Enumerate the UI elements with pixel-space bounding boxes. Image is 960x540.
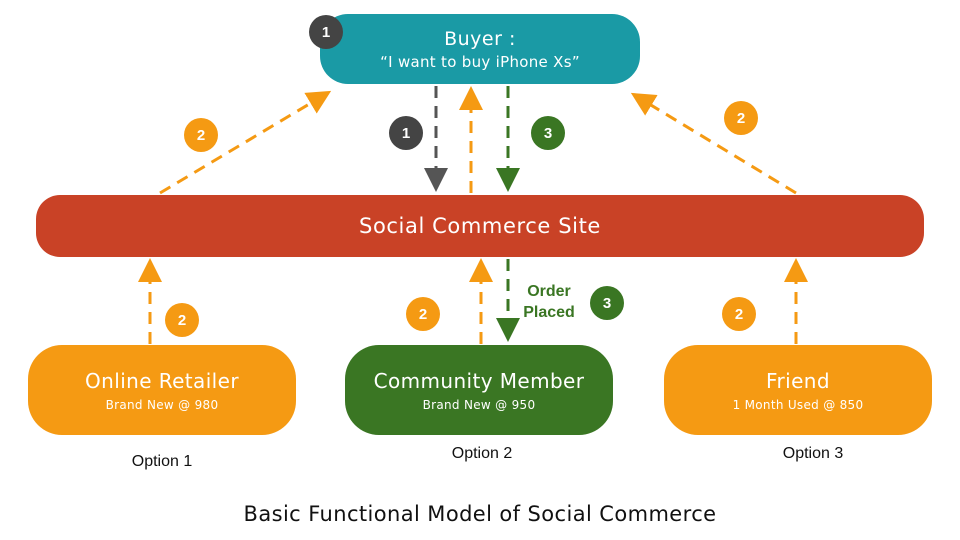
buyer-quote: “I want to buy iPhone Xs” — [380, 52, 580, 71]
member-title: Community Member — [373, 368, 585, 393]
arrow-site-to-buyer-right — [630, 92, 797, 195]
step-badge-2-left: 2 — [184, 118, 218, 152]
social-commerce-site-node: Social Commerce Site — [36, 195, 924, 257]
step-badge-1-buyer: 1 — [309, 15, 343, 49]
option-3-label: Option 3 — [782, 445, 844, 462]
step-badge-3-order: 3 — [531, 116, 565, 150]
friend-node: Friend 1 Month Used @ 850 — [664, 345, 932, 435]
arrow-site-to-buyer-left — [159, 90, 332, 195]
step-badge-2-friend: 2 — [722, 297, 756, 331]
step-badge-3-placed: 3 — [590, 286, 624, 320]
online-retailer-node: Online Retailer Brand New @ 980 — [28, 345, 296, 435]
site-title: Social Commerce Site — [359, 214, 601, 238]
order-placed-line2: Placed — [523, 304, 575, 321]
order-placed-line1: Order — [527, 283, 571, 300]
order-placed-label: Order Placed — [513, 281, 585, 323]
retailer-title: Online Retailer — [85, 368, 239, 393]
buyer-title: Buyer : — [444, 27, 516, 50]
buyer-node: Buyer : “I want to buy iPhone Xs” — [320, 14, 640, 84]
step-badge-2-retailer: 2 — [165, 303, 199, 337]
step-badge-1-request: 1 — [389, 116, 423, 150]
option-2-label: Option 2 — [451, 445, 513, 462]
step-badge-2-right: 2 — [724, 101, 758, 135]
retailer-detail: Brand New @ 980 — [105, 397, 219, 412]
member-detail: Brand New @ 950 — [422, 397, 536, 412]
community-member-node: Community Member Brand New @ 950 — [345, 345, 613, 435]
diagram-caption: Basic Functional Model of Social Commerc… — [243, 502, 717, 526]
friend-detail: 1 Month Used @ 850 — [732, 397, 864, 412]
option-1-label: Option 1 — [131, 453, 193, 470]
step-badge-2-member: 2 — [406, 297, 440, 331]
friend-title: Friend — [766, 368, 830, 393]
